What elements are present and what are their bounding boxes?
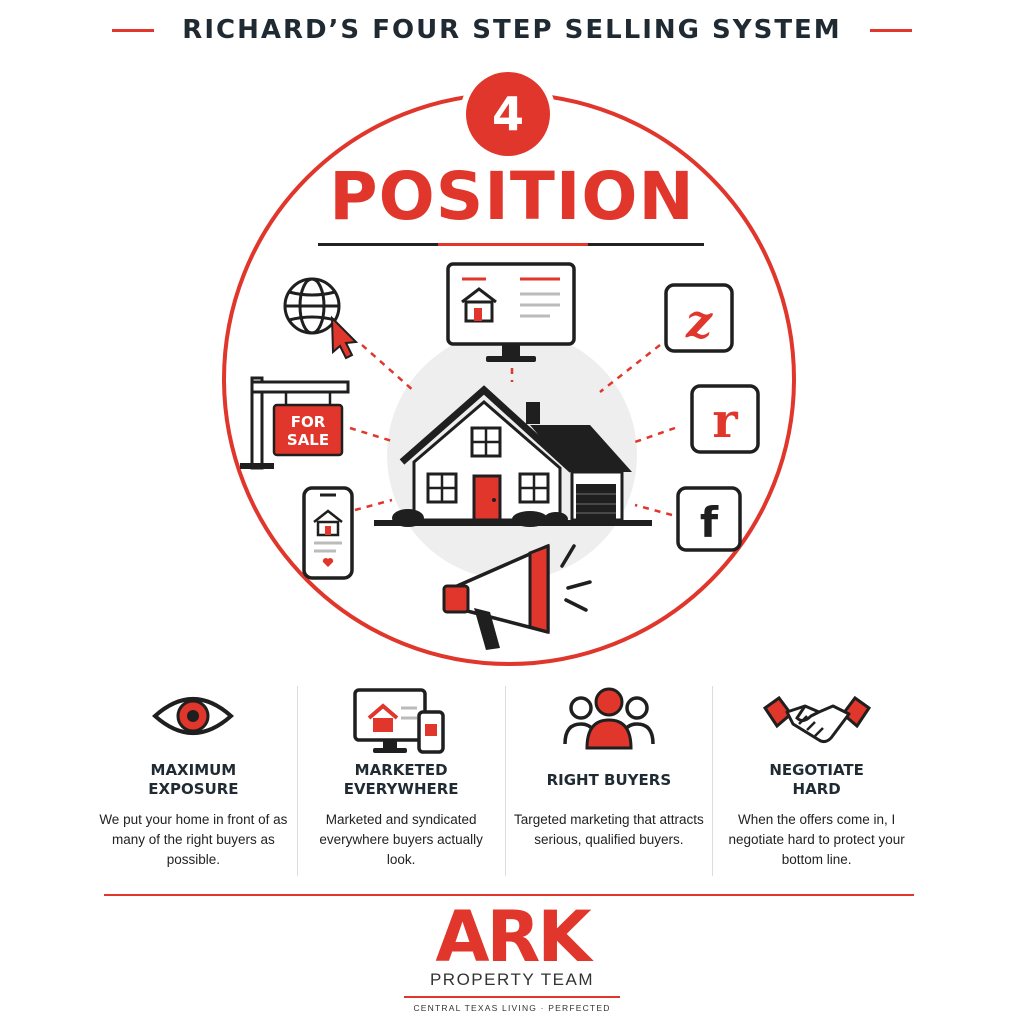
- pillar-description: We put your home in front of as many of …: [99, 812, 288, 867]
- step-name-underline: [318, 243, 704, 246]
- pillar-right-buyers: RIGHT BUYERS Targeted marketing that att…: [506, 686, 714, 876]
- pillar-title: MAXIMUM EXPOSURE: [148, 761, 239, 798]
- handshake-icon: [762, 695, 871, 744]
- connector-lines: [349, 344, 676, 517]
- for-sale-sign-icon: FOR SALE: [240, 376, 350, 470]
- pillar-title: NEGOTIATE HARD: [769, 761, 864, 798]
- pillar-maximum-exposure: MAXIMUM EXPOSURE We put your home in fro…: [90, 686, 298, 876]
- pillar-title: MARKETED EVERYWHERE: [343, 761, 459, 798]
- pillar-title: RIGHT BUYERS: [546, 770, 672, 789]
- globe-icon: [283, 277, 341, 335]
- realtor-letter: r: [712, 393, 738, 449]
- megaphone-icon: [442, 543, 592, 650]
- benefit-pillars: MAXIMUM EXPOSURE We put your home in fro…: [90, 686, 920, 876]
- header-left-rule: [112, 28, 155, 32]
- brand-tagline: CENTRAL TEXAS LIVING · PERFECTED: [413, 1003, 611, 1013]
- zillow-icon: z: [664, 283, 734, 353]
- pillar-marketed-everywhere: MARKETED EVERYWHERE Marketed and syndica…: [298, 686, 506, 876]
- page-title: RICHARD’S FOUR STEP SELLING SYSTEM: [182, 15, 842, 45]
- facebook-letter: f: [700, 498, 719, 547]
- brand-subtitle: PROPERTY TEAM: [429, 970, 595, 989]
- phone-listing-icon: [302, 486, 354, 580]
- monitor-listing-icon: [446, 262, 576, 362]
- footer-rule: [104, 894, 914, 896]
- tagline-rule: [404, 996, 620, 998]
- header: RICHARD’S FOUR STEP SELLING SYSTEM: [0, 8, 1024, 52]
- pillar-description: Marketed and syndicated everywhere buyer…: [319, 812, 483, 867]
- sign-line1: FOR: [291, 413, 326, 431]
- step-number-badge: 4: [466, 72, 550, 156]
- people-icon: [563, 687, 655, 750]
- realtor-icon: r: [690, 384, 760, 454]
- facebook-icon: f: [676, 486, 742, 552]
- step-name: POSITION: [329, 158, 695, 235]
- eye-icon: [152, 697, 235, 735]
- header-right-rule: [869, 28, 912, 32]
- pillar-description: Targeted marketing that attracts serious…: [513, 812, 704, 847]
- pillar-description: When the offers come in, I negotiate har…: [728, 812, 905, 867]
- pillar-negotiate-hard: NEGOTIATE HARD When the offers come in, …: [713, 686, 920, 876]
- cursor-icon: [330, 315, 359, 360]
- brand-logo: ARK: [435, 896, 591, 978]
- devices-icon: [353, 688, 445, 754]
- zillow-letter: z: [685, 294, 713, 348]
- sign-line2: SALE: [287, 431, 329, 449]
- house-icon: [374, 385, 652, 527]
